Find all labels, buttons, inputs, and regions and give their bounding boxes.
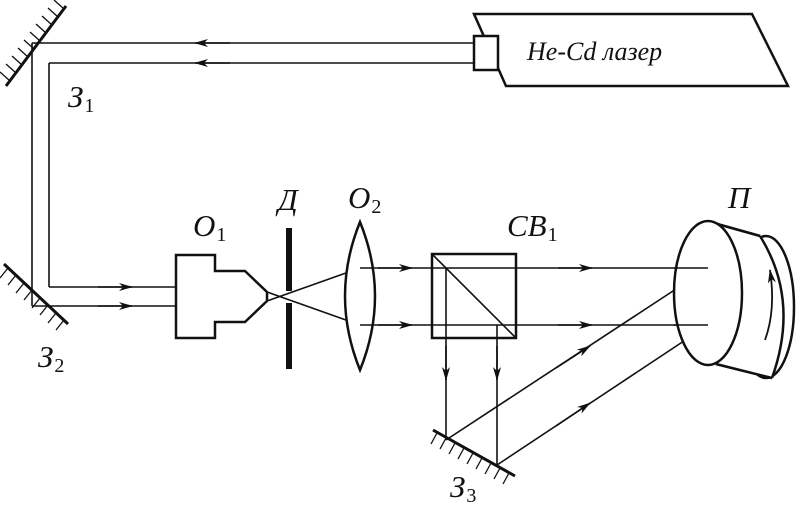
objective-o1: О1	[174, 208, 269, 340]
rotation-arrow	[764, 269, 776, 341]
laser-beams	[32, 39, 474, 67]
collimated-beams	[360, 264, 432, 329]
plate-front-face	[672, 219, 744, 367]
laser-output-aperture	[472, 34, 500, 72]
mirror-surface	[432, 428, 516, 478]
beam-arrow	[555, 402, 591, 427]
objective-o1-label: О1	[193, 208, 226, 246]
mirror-z1: З1	[0, 0, 94, 117]
beam-arrow	[555, 345, 591, 369]
beam-splitter-label: СВ1	[507, 208, 558, 246]
plate-back-rim	[758, 235, 785, 379]
beam-line	[266, 291, 361, 326]
mirror-z2: З2	[0, 262, 70, 377]
beams-to-objective	[32, 283, 176, 310]
plate-incident-points	[674, 267, 708, 326]
mirror-hatching	[0, 0, 65, 82]
laser-label: He-Cd лазер	[526, 37, 662, 66]
mirror-surface	[4, 5, 68, 87]
mirror-z3: З3	[430, 428, 516, 507]
mirror-hatching	[0, 267, 65, 331]
beam-splitter: СВ1	[430, 208, 558, 340]
mirror-z3-label: З3	[450, 469, 476, 507]
vertical-beams	[31, 43, 50, 306]
reference-beams	[442, 267, 709, 466]
laser: He-Cd лазер	[472, 12, 791, 88]
lens-body	[343, 218, 377, 374]
mirror-hatching	[430, 432, 510, 485]
beam-line	[266, 267, 361, 302]
objective-o2: О2	[343, 180, 381, 374]
mirror-surface	[2, 262, 70, 326]
recording-plate: П	[672, 180, 796, 380]
mirror-z1-label: З1	[68, 79, 94, 117]
plate-edge	[715, 362, 773, 380]
objective-body	[174, 253, 269, 340]
objective-o2-label: О2	[348, 180, 381, 218]
focused-beams	[266, 267, 361, 326]
plate-label: П	[727, 180, 752, 215]
diaphragm-label: Д	[275, 182, 300, 217]
mirror-z2-label: З2	[38, 339, 64, 377]
beam-line	[496, 324, 709, 466]
